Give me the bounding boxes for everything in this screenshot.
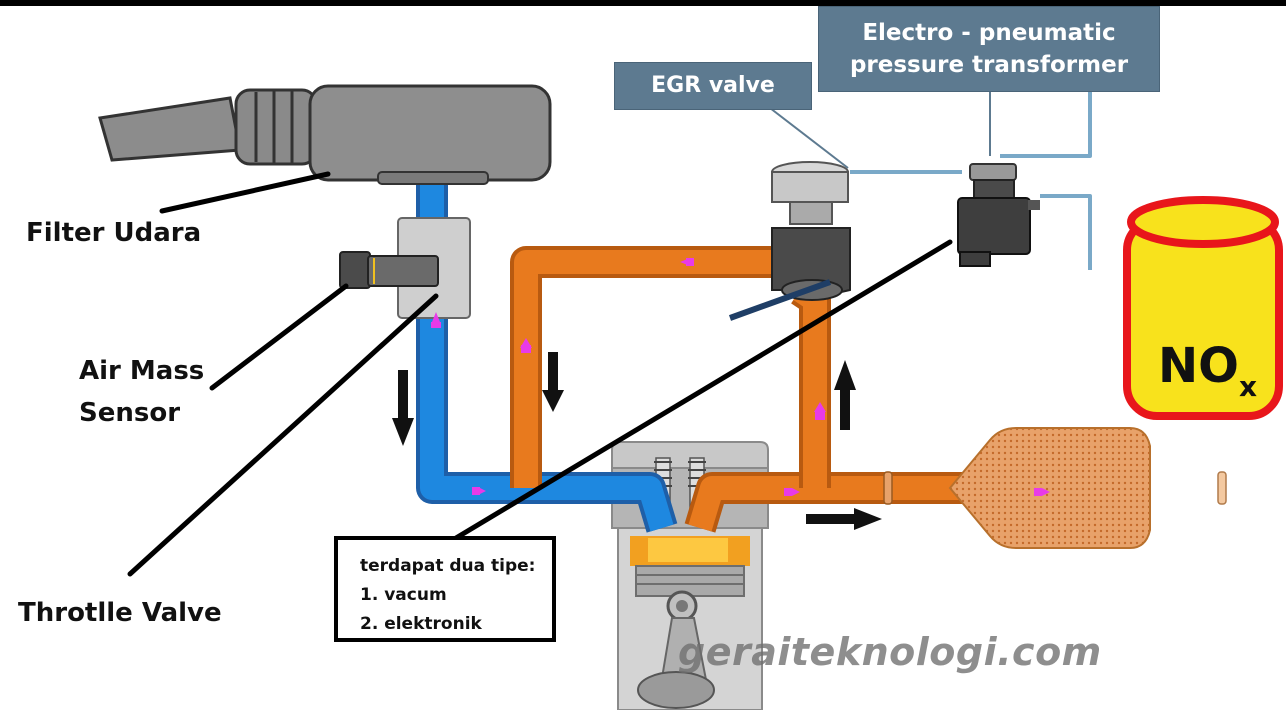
note-title: terdapat dua tipe: xyxy=(360,556,536,576)
nox-canister xyxy=(1123,196,1283,420)
top-border xyxy=(0,0,1286,6)
air-mass-sensor xyxy=(339,217,471,319)
egr-diagonal-hose xyxy=(728,279,832,321)
air-mass-sensor-label-line2: Sensor xyxy=(79,398,181,428)
watermark: geraiteknologi.com xyxy=(678,630,1102,674)
pressure-transformer-label-line2: pressure transformer xyxy=(849,52,1129,78)
flow-markers xyxy=(431,258,1050,496)
nox-label: NOx xyxy=(1158,338,1257,403)
direction-arrows xyxy=(392,352,882,530)
air-mass-sensor-label-line1: Air Mass xyxy=(79,356,205,386)
egr-valve xyxy=(771,161,851,301)
pointer-lines xyxy=(127,171,953,577)
note-item-vacum: 1. vacum xyxy=(360,585,447,605)
pressure-transformer xyxy=(957,163,1040,267)
vacuum-lines xyxy=(769,92,1092,270)
filter-udara-label: Filter Udara xyxy=(26,218,202,248)
note-item-elektronik: 2. elektronik xyxy=(360,614,482,634)
egr-valve-label: EGR valve xyxy=(614,62,812,110)
egr-type-note: terdapat dua tipe: 1. vacum 2. elektroni… xyxy=(334,536,556,642)
exhaust-flange xyxy=(883,471,893,505)
throttle-valve-label: Throtlle Valve xyxy=(18,598,222,628)
pressure-transformer-label-line1: Electro - pneumatic xyxy=(862,20,1116,46)
nox-label-main: NO xyxy=(1158,338,1239,394)
air-filter xyxy=(98,84,552,185)
catalytic-converter xyxy=(948,427,1151,549)
nox-label-subscript: x xyxy=(1238,370,1258,403)
air-mass-sensor-label: Air Mass Sensor xyxy=(79,350,204,434)
pressure-transformer-label: Electro - pneumatic pressure transformer xyxy=(818,6,1160,92)
exhaust-flange xyxy=(1217,471,1227,505)
